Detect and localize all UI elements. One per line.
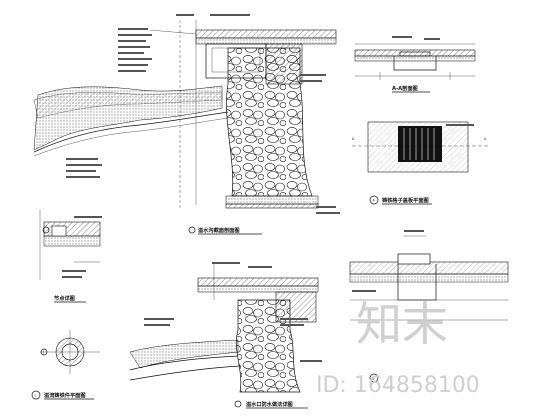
marker-a-left: A: [352, 137, 355, 141]
round-casting-plan: 1 C 溢流铸铁件平面图: [31, 330, 100, 400]
caption-aa-section: A-A剖面图: [392, 84, 418, 92]
aa-section-detail: A-A剖面图: [354, 36, 476, 93]
caption-main-section: 溢水沟截面剖面图: [198, 226, 240, 234]
circle-marker-c: C: [34, 394, 37, 398]
right-lower-section: B: [349, 230, 509, 383]
small-marker-1: 1: [43, 350, 45, 354]
main-section-leader-notes: [66, 14, 340, 214]
caption-node-detail: 节点详图: [54, 294, 75, 302]
caption-plan-top: 铸铁格子盖板平面图: [382, 196, 429, 204]
watermark: 知末 ID: 164858100: [316, 297, 480, 398]
marker-a-right: A: [484, 137, 487, 141]
node-detail: 节点详图: [39, 210, 102, 303]
watermark-logo: 知末: [356, 297, 448, 351]
circle-marker-b: B: [372, 377, 374, 381]
caption-round-plan: 溢流铸铁件平面图: [44, 391, 86, 399]
lower-section-detail: 溢水口防水做法详图: [129, 262, 322, 409]
caption-lower-section: 溢水口防水做法详图: [246, 400, 293, 408]
main-section-detail: 溢水沟截面剖面图: [33, 14, 340, 235]
grate-plan-detail: A A A 铸铁格子盖板平面图: [352, 121, 488, 205]
circle-marker-a: A: [373, 199, 376, 203]
watermark-id: ID: 164858100: [316, 373, 480, 398]
